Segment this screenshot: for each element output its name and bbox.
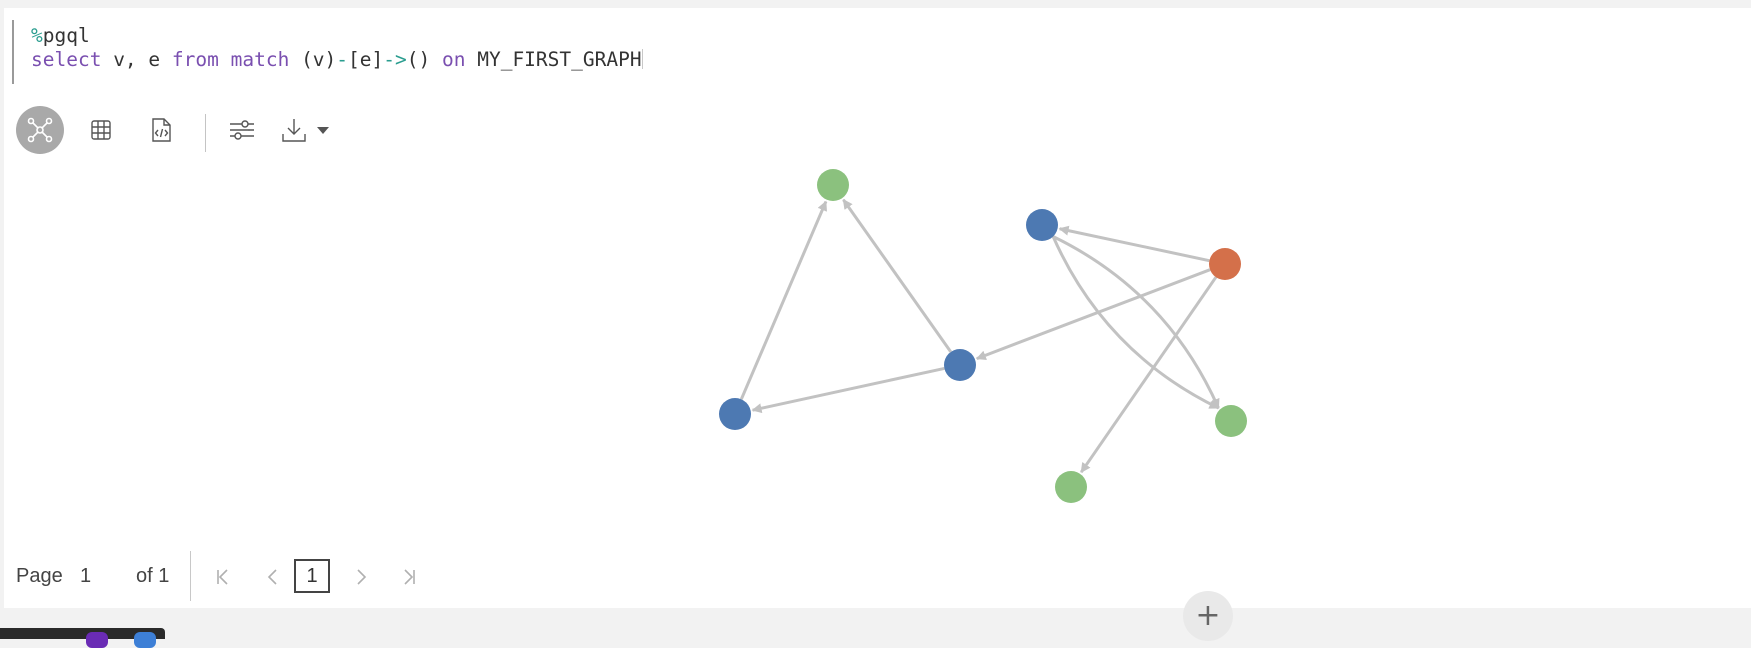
chevron-left-icon: [267, 568, 279, 586]
add-paragraph-button[interactable]: +: [1183, 591, 1233, 641]
graph-node-n5[interactable]: [719, 398, 751, 430]
taskbar: [0, 628, 165, 639]
graph-edge[interactable]: [977, 270, 1210, 359]
text-cursor: [642, 49, 643, 69]
plus-icon: +: [1195, 601, 1220, 631]
last-page-button[interactable]: [396, 563, 422, 591]
code-line-2: select v, e from match (v)-[e]->() on MY…: [31, 48, 643, 72]
code-text: [e]: [348, 48, 383, 71]
page-count: of 1: [136, 565, 169, 588]
page-number: 1: [80, 565, 91, 588]
graph-node-n3[interactable]: [1209, 248, 1241, 280]
code-editor[interactable]: %pgql select v, e from match (v)-[e]->()…: [12, 20, 1714, 84]
table-view-button[interactable]: [77, 106, 125, 154]
keyword-from: from: [172, 48, 219, 71]
code-text: v, e: [101, 48, 171, 71]
settings-button[interactable]: [218, 106, 266, 154]
code-text: (v): [289, 48, 336, 71]
keyword-select: select: [31, 48, 101, 71]
keyword-on: on: [442, 48, 465, 71]
code-text: MY_FIRST_GRAPH: [465, 48, 641, 71]
next-page-button[interactable]: [348, 563, 374, 591]
code-line-1: %pgql: [31, 24, 90, 48]
pagination-divider: [190, 551, 191, 601]
previous-page-button[interactable]: [260, 563, 286, 591]
operator-arrow: ->: [383, 48, 406, 71]
operator-dash: -: [336, 48, 348, 71]
graph-node-n2[interactable]: [1026, 209, 1058, 241]
last-page-icon: [401, 568, 417, 586]
code-text: (): [407, 48, 442, 71]
first-page-button[interactable]: [210, 563, 236, 591]
pagination-bar: Page 1 of 1 1: [4, 543, 504, 603]
json-view-icon: [149, 117, 173, 143]
app-icon[interactable]: [134, 632, 156, 648]
table-view-icon: [90, 119, 112, 141]
graph-edge[interactable]: [1060, 229, 1210, 261]
first-page-icon: [215, 568, 231, 586]
graph-edge[interactable]: [1053, 237, 1218, 409]
graph-node-n7[interactable]: [1055, 471, 1087, 503]
graph-visualization[interactable]: [4, 158, 1751, 538]
graph-node-n4[interactable]: [944, 349, 976, 381]
graph-node-n6[interactable]: [1215, 405, 1247, 437]
page-label: Page: [16, 565, 63, 588]
current-page-input[interactable]: 1: [294, 559, 330, 593]
json-view-button[interactable]: [137, 106, 185, 154]
chevron-right-icon: [355, 568, 367, 586]
graph-edge[interactable]: [1081, 277, 1216, 472]
graph-view-icon: [27, 117, 53, 143]
keyword-match: match: [231, 48, 290, 71]
app-icon[interactable]: [86, 632, 108, 648]
notebook-paragraph: %pgql select v, e from match (v)-[e]->()…: [4, 8, 1751, 608]
toolbar-divider: [205, 114, 206, 152]
graph-edge[interactable]: [843, 200, 950, 352]
download-dropdown-button[interactable]: [308, 106, 338, 154]
graph-view-button[interactable]: [16, 106, 64, 154]
magic-prefix: %: [31, 24, 43, 47]
graph-edge[interactable]: [741, 202, 826, 400]
dropdown-caret-icon: [316, 125, 330, 135]
graph-edge[interactable]: [1053, 237, 1218, 409]
graph-node-n1[interactable]: [817, 169, 849, 201]
settings-sliders-icon: [229, 119, 255, 141]
code-text: [219, 48, 231, 71]
download-icon: [281, 117, 307, 143]
magic-name: pgql: [43, 24, 90, 47]
graph-edge[interactable]: [753, 368, 945, 410]
result-toolbar: [10, 98, 410, 158]
